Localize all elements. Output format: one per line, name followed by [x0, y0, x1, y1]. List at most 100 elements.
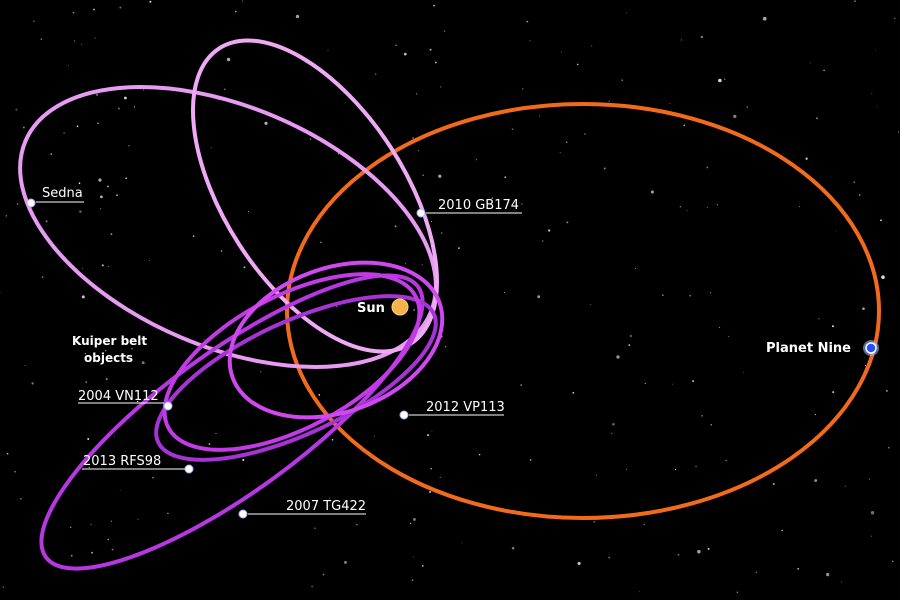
star: [832, 391, 835, 394]
star: [854, 0, 856, 2]
star: [149, 0, 152, 3]
star: [427, 434, 430, 437]
star: [603, 167, 606, 170]
star: [862, 307, 865, 311]
star: [826, 572, 830, 577]
star: [405, 263, 407, 265]
sun-label: Sun: [357, 301, 385, 316]
star: [336, 306, 338, 308]
star: [260, 371, 262, 373]
star: [876, 106, 878, 108]
star: [431, 430, 433, 432]
star: [94, 37, 96, 39]
star: [322, 573, 325, 576]
star: [669, 103, 671, 105]
star: [538, 115, 540, 117]
star: [107, 538, 109, 541]
star: [88, 466, 90, 469]
star: [621, 79, 623, 81]
star: [718, 78, 722, 83]
vp113-orbit: [227, 260, 445, 420]
star: [724, 78, 726, 80]
star: [701, 414, 703, 417]
star: [503, 291, 505, 293]
star: [90, 523, 92, 525]
star: [809, 62, 811, 64]
star: [565, 141, 568, 143]
star: [707, 547, 710, 550]
sedna-label: Sedna: [42, 186, 83, 201]
star: [413, 309, 415, 311]
star: [203, 338, 205, 340]
star: [728, 335, 730, 337]
star: [429, 490, 432, 493]
star: [859, 194, 861, 196]
star: [76, 125, 79, 128]
star: [68, 65, 70, 67]
star: [891, 560, 894, 563]
star: [24, 364, 26, 366]
star: [295, 14, 300, 19]
star: [2, 586, 4, 588]
star: [674, 468, 677, 471]
star: [844, 485, 846, 487]
star: [643, 523, 645, 526]
star: [686, 210, 688, 212]
star: [511, 128, 514, 130]
star: [871, 93, 873, 95]
star: [327, 50, 329, 52]
star: [128, 145, 130, 147]
star: [689, 295, 691, 297]
star: [0, 291, 1, 293]
star: [672, 383, 674, 385]
star: [880, 219, 882, 222]
star: [537, 295, 541, 299]
star: [309, 138, 312, 140]
star: [661, 294, 664, 297]
star: [415, 93, 418, 95]
star: [417, 150, 419, 152]
star: [559, 152, 561, 154]
star: [124, 96, 127, 100]
star: [311, 585, 313, 588]
star: [762, 16, 767, 21]
star: [116, 194, 118, 197]
star: [430, 467, 432, 470]
star: [152, 476, 154, 479]
star: [628, 344, 631, 347]
star: [63, 132, 65, 134]
star: [630, 335, 632, 337]
star: [697, 549, 701, 554]
star: [149, 259, 150, 261]
star: [136, 400, 139, 403]
star: [743, 371, 745, 373]
star: [491, 197, 494, 200]
star: [572, 392, 575, 394]
vn112-label: 2004 VN112: [78, 389, 159, 404]
star: [117, 107, 120, 110]
star: [373, 435, 375, 437]
star: [736, 591, 739, 593]
star: [639, 591, 641, 593]
star: [217, 99, 219, 101]
star: [458, 247, 460, 249]
sedna-marker: [26, 198, 36, 208]
star: [874, 49, 876, 51]
star: [781, 529, 783, 532]
star: [444, 346, 447, 348]
sun-icon: [391, 298, 409, 316]
star: [412, 517, 416, 521]
star: [84, 352, 87, 355]
star: [818, 318, 820, 320]
star: [226, 57, 231, 62]
star: [6, 452, 9, 455]
star: [431, 221, 433, 223]
star: [105, 378, 108, 381]
rfs98-marker: [184, 464, 194, 474]
star: [520, 384, 523, 387]
star: [897, 131, 900, 133]
star: [108, 463, 111, 466]
star: [435, 61, 437, 64]
star: [841, 581, 843, 583]
star: [475, 159, 477, 161]
